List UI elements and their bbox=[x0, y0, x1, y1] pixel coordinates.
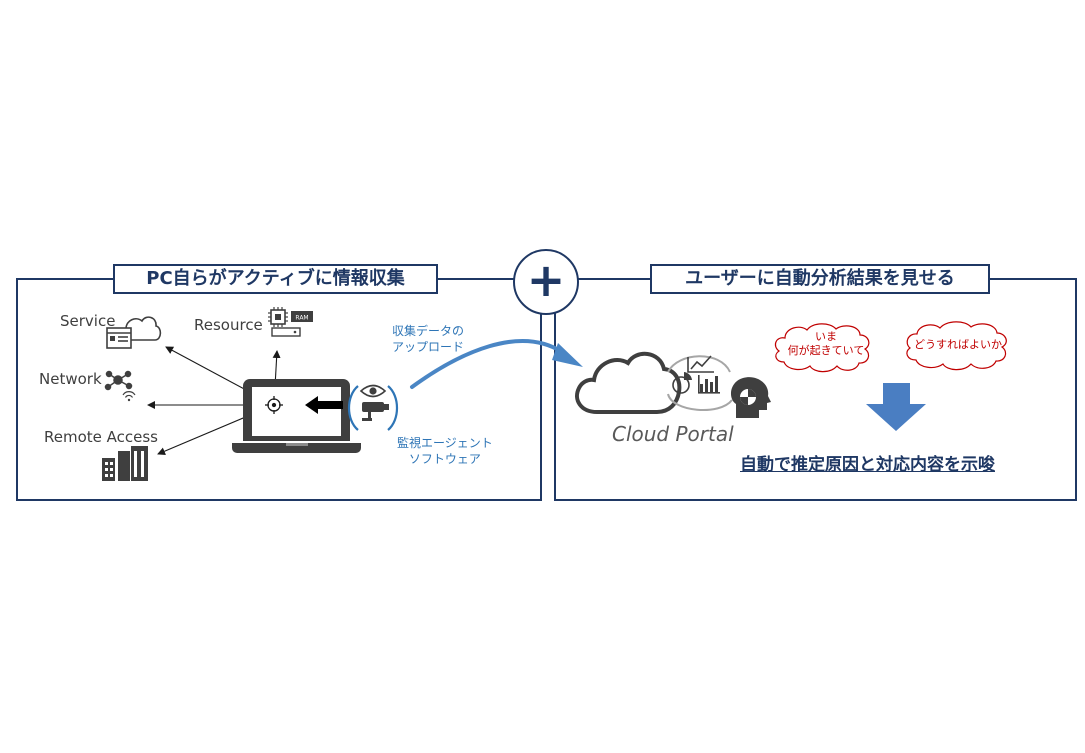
pie-chart-icon bbox=[672, 372, 692, 394]
cloud-icon bbox=[575, 352, 682, 414]
upload-arrow bbox=[410, 339, 583, 389]
thought-bubble-2 bbox=[906, 321, 1007, 371]
upload-note-line-1: 収集データの bbox=[392, 324, 465, 338]
resource-label: Resource bbox=[194, 316, 263, 334]
ram-label: RAM bbox=[295, 315, 308, 322]
upload-note-line-2: アップロード bbox=[392, 340, 465, 354]
bar-chart-icon bbox=[698, 375, 720, 394]
right-panel-title: ユーザーに自動分析結果を見せる bbox=[650, 264, 990, 294]
agent-note: 監視エージェント ソフトウェア bbox=[397, 435, 493, 467]
bubble-2-line-1: どうすればよいか bbox=[914, 338, 1002, 351]
agent-note-line-2: ソフトウェア bbox=[408, 452, 481, 466]
bubble-1-text: いま 何が起きていて bbox=[786, 330, 866, 358]
network-label: Network bbox=[39, 370, 102, 388]
bubble-2-text: どうすればよいか bbox=[912, 338, 1004, 352]
bubble-1-line-1: いま bbox=[815, 330, 837, 343]
thought-bubble-1 bbox=[774, 323, 870, 373]
service-icon bbox=[106, 316, 162, 349]
line-chart-icon bbox=[687, 355, 714, 373]
monitoring-agent-icon bbox=[347, 384, 399, 431]
eye-icon bbox=[359, 384, 387, 398]
cloud-portal-label: Cloud Portal bbox=[612, 422, 734, 446]
remote-access-label: Remote Access bbox=[44, 428, 158, 446]
upload-note: 収集データの アップロード bbox=[392, 323, 464, 355]
resource-icon: RAM bbox=[268, 307, 313, 337]
bubble-1-line-2: 何が起きていて bbox=[787, 344, 865, 357]
camera-icon bbox=[362, 402, 389, 421]
network-icon bbox=[104, 370, 136, 402]
conclusion-text: 自動で推定原因と対応内容を示唆 bbox=[740, 455, 995, 475]
left-panel-title: PC自らがアクティブに情報収集 bbox=[113, 264, 438, 294]
analytics-icon bbox=[667, 355, 733, 411]
down-arrow-icon bbox=[866, 383, 926, 431]
ai-head-icon bbox=[730, 377, 771, 418]
thick-arrow-icon bbox=[305, 396, 343, 414]
agent-note-line-1: 監視エージェント bbox=[397, 436, 493, 450]
plus-icon: + bbox=[513, 249, 579, 315]
crosshair-icon bbox=[265, 396, 283, 414]
laptop-icon bbox=[232, 379, 361, 453]
building-icon bbox=[102, 446, 148, 481]
service-label: Service bbox=[60, 312, 116, 330]
